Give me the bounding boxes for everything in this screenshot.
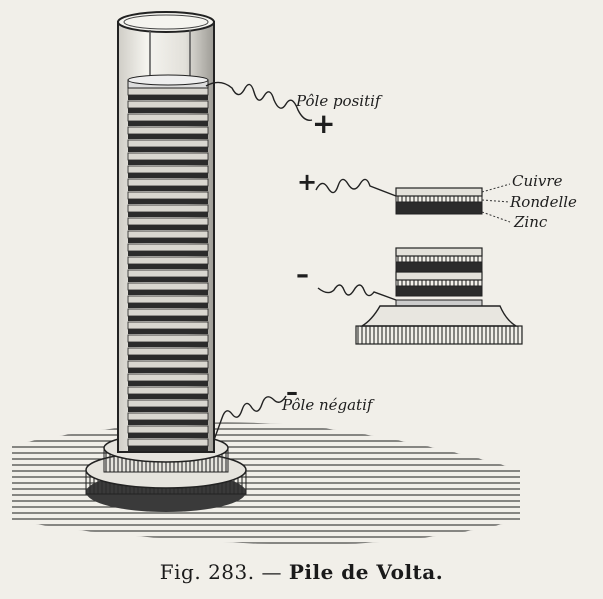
copper-disc	[127, 256, 209, 265]
copper-disc	[127, 139, 209, 148]
copper-disc	[127, 204, 209, 213]
zinc-disc	[128, 368, 208, 373]
copper-disc	[127, 373, 209, 382]
zinc-disc	[128, 134, 208, 139]
caption-number: Fig. 283.	[159, 560, 255, 584]
copper-disc	[127, 217, 209, 226]
positive-wire	[205, 81, 313, 121]
zinc-disc	[128, 394, 208, 399]
label-pole-positif: Pôle positif	[296, 92, 381, 110]
copper-disc	[127, 100, 209, 109]
copper-disc	[127, 360, 209, 369]
copper-disc	[127, 243, 209, 252]
copper-disc	[127, 386, 209, 395]
copper-disc	[127, 191, 209, 200]
copper-disc	[127, 438, 209, 447]
copper-disc	[127, 425, 209, 434]
disc-stack	[127, 87, 209, 451]
zinc-disc	[128, 446, 208, 451]
copper-disc	[127, 152, 209, 161]
zinc-disc	[128, 316, 208, 321]
zinc-disc	[128, 277, 208, 282]
detail-element-single	[395, 183, 511, 223]
negative-wire	[213, 395, 287, 441]
copper-disc	[127, 87, 209, 96]
zinc-disc	[128, 199, 208, 204]
zinc-disc	[128, 212, 208, 217]
plus-sign-top: +	[312, 107, 336, 140]
pile-base	[85, 433, 247, 512]
zinc-disc	[128, 303, 208, 308]
zinc-disc	[128, 121, 208, 126]
zinc-disc	[128, 225, 208, 230]
copper-disc	[127, 269, 209, 278]
copper-disc	[127, 347, 209, 356]
top-cap	[127, 74, 209, 89]
zinc-disc	[128, 147, 208, 152]
copper-disc	[127, 412, 209, 421]
wires	[205, 81, 397, 441]
label-pole-negatif: Pôle négatif	[282, 396, 373, 414]
caption-dash: —	[254, 560, 289, 584]
copper-disc	[127, 113, 209, 122]
minus-sign-detail: –	[296, 260, 309, 290]
zinc-disc	[128, 160, 208, 165]
copper-disc	[127, 334, 209, 343]
copper-disc	[127, 399, 209, 408]
zinc-disc	[128, 290, 208, 295]
detail-element-stack	[355, 247, 523, 345]
zinc-disc	[128, 186, 208, 191]
minus-sign-bottom: –	[286, 378, 298, 406]
zinc-disc	[128, 251, 208, 256]
zinc-disc	[128, 108, 208, 113]
zinc-disc	[128, 420, 208, 425]
copper-disc	[127, 295, 209, 304]
label-cuivre: Cuivre	[512, 172, 563, 190]
copper-disc	[127, 165, 209, 174]
caption-title: Pile de Volta.	[288, 560, 444, 584]
bottom-detail-wire	[317, 284, 397, 301]
copper-disc	[127, 230, 209, 239]
copper-disc	[127, 308, 209, 317]
zinc-disc	[128, 355, 208, 360]
zinc-disc	[128, 95, 208, 100]
zinc-disc	[128, 381, 208, 386]
label-zinc: Zinc	[514, 213, 548, 231]
copper-disc	[127, 321, 209, 330]
plus-sign-detail: +	[297, 168, 318, 196]
figure-caption: Fig. 283. — Pile de Volta.	[0, 560, 603, 584]
copper-disc	[127, 178, 209, 187]
copper-disc	[127, 282, 209, 291]
zinc-disc	[128, 264, 208, 269]
zinc-disc	[128, 238, 208, 243]
zinc-disc	[128, 342, 208, 347]
label-rondelle: Rondelle	[510, 193, 577, 211]
zinc-disc	[128, 433, 208, 438]
zinc-disc	[128, 407, 208, 412]
copper-disc	[127, 126, 209, 135]
zinc-disc	[128, 329, 208, 334]
zinc-disc	[128, 173, 208, 178]
top-detail-wire	[315, 178, 397, 197]
